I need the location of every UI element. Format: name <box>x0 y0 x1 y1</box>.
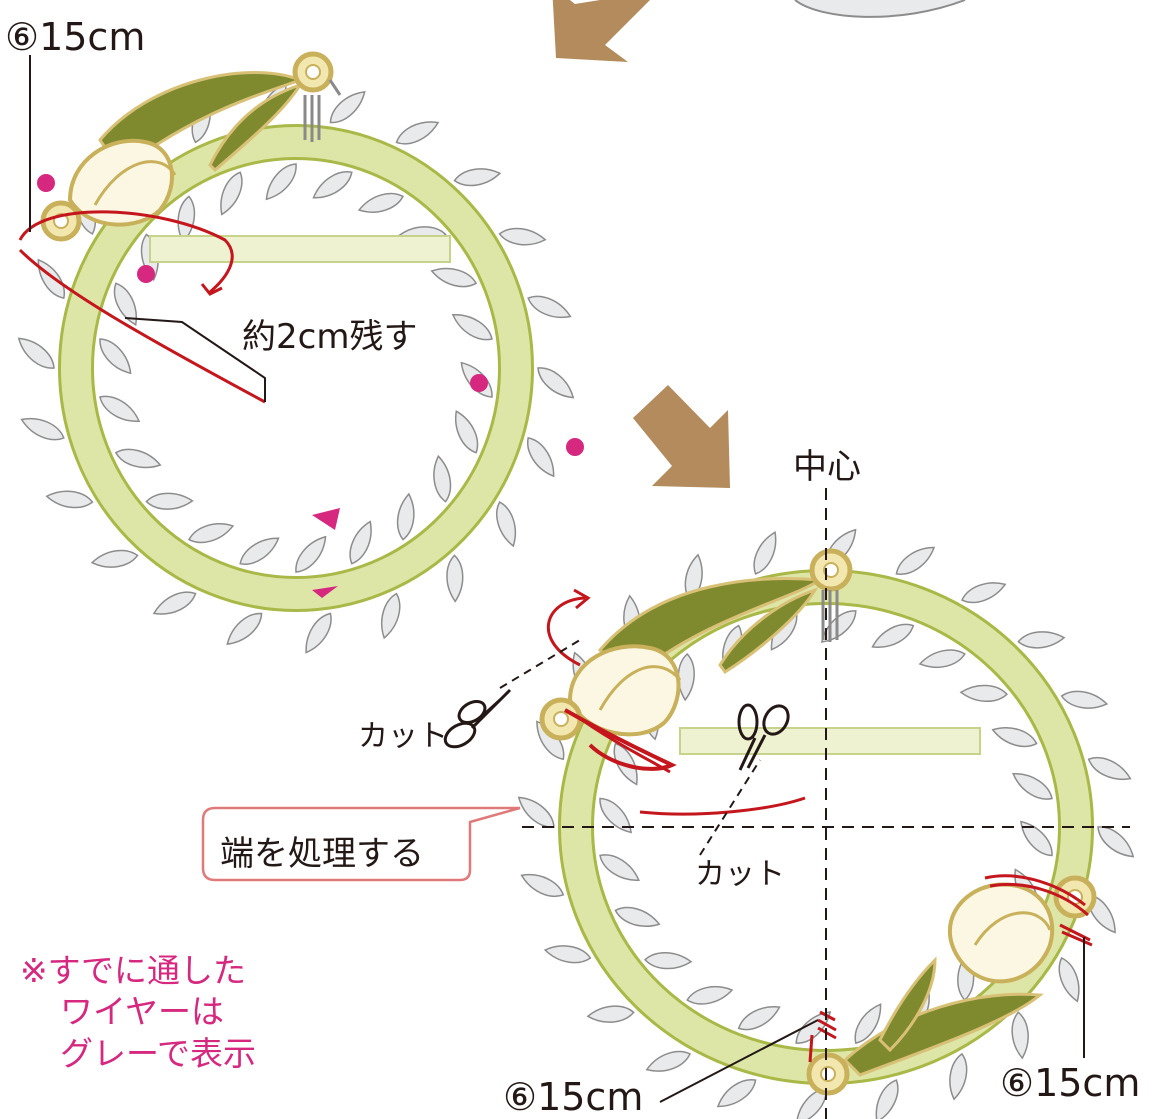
leaf <box>958 576 1009 609</box>
leaf <box>448 307 497 347</box>
leaf <box>989 721 1040 752</box>
red-wire <box>18 210 234 294</box>
leaf <box>712 1072 761 1114</box>
leaf <box>185 517 237 548</box>
wire-length-label-top: ⑥15cm <box>5 15 146 59</box>
leaf <box>343 517 379 568</box>
leaf <box>643 1045 694 1078</box>
leaf <box>517 867 568 903</box>
leaf <box>452 164 502 190</box>
center-label: 中心 <box>793 447 861 487</box>
scissors-icon <box>443 688 512 749</box>
cut-label-left: カット <box>358 719 448 754</box>
leaf <box>95 389 144 429</box>
leaf <box>375 590 405 641</box>
wire-length-label-bottom: ⑥15cm <box>503 1075 644 1119</box>
leaf <box>145 492 194 511</box>
leaf <box>113 444 164 474</box>
leaf <box>149 585 200 622</box>
leaf <box>428 262 479 292</box>
leaf <box>394 492 418 542</box>
leaf <box>1092 820 1140 864</box>
wreath-1 <box>12 51 584 658</box>
wreath-2 <box>499 488 1140 1119</box>
red-wire-coil <box>564 708 677 771</box>
wreath-2-bar <box>679 727 981 755</box>
red-wire-tail <box>18 248 266 404</box>
leaf <box>945 1051 971 1102</box>
callout-bubble <box>201 806 521 882</box>
note-line-1: ※すでに通した <box>20 951 246 990</box>
leaf <box>684 981 735 1009</box>
leaf <box>612 902 663 933</box>
leaf <box>45 487 95 511</box>
leaf <box>586 1003 636 1025</box>
leave-2cm-label: 約2cm残す <box>242 317 418 357</box>
leaf <box>108 279 144 329</box>
leaf <box>747 528 783 578</box>
leaf <box>213 168 249 219</box>
leaf <box>644 951 693 971</box>
leaf <box>734 999 784 1037</box>
callout-text: 端を処理する <box>220 834 424 874</box>
leaf <box>448 407 484 457</box>
cut-label-middle: カット <box>695 857 785 892</box>
leaf <box>593 792 638 839</box>
leaf <box>869 1076 905 1119</box>
leaf <box>308 164 357 206</box>
leaf <box>1014 815 1059 862</box>
leaf <box>491 499 522 550</box>
leaf <box>868 617 918 655</box>
leaf <box>93 332 138 380</box>
leaf <box>221 606 268 651</box>
wire-length-label-right: ⑥15cm <box>1000 1061 1141 1105</box>
leaf <box>917 645 968 673</box>
leaf <box>497 225 547 249</box>
note-block: ※すでに通した ワイヤーは グレーで表示 <box>20 950 256 1074</box>
leaf <box>259 158 303 206</box>
leaf <box>298 608 338 658</box>
leaf <box>429 454 455 504</box>
leaf <box>235 530 284 572</box>
leaf <box>289 530 333 578</box>
leaf <box>595 848 644 888</box>
leaf <box>959 683 1008 703</box>
down-right-arrow <box>633 385 730 488</box>
leaf <box>90 546 140 572</box>
scissors-icon <box>737 703 790 771</box>
partial-wreath-top <box>794 0 966 18</box>
leaf <box>1084 751 1135 787</box>
leaf <box>17 411 68 446</box>
leaf <box>524 290 575 325</box>
wreath-1-bar <box>149 235 451 263</box>
gray-wire <box>303 79 342 142</box>
leaf <box>1008 766 1057 806</box>
leaf <box>355 188 407 219</box>
leaf <box>12 331 60 375</box>
leaf <box>1016 629 1066 651</box>
note-line-2: ワイヤーは <box>60 992 225 1032</box>
leaf <box>392 114 443 151</box>
down-left-arrow <box>552 0 650 62</box>
leaf <box>1053 954 1086 1005</box>
leaf <box>324 85 371 130</box>
note-line-3: グレーで表示 <box>60 1033 257 1073</box>
leaf <box>31 254 72 304</box>
leaf <box>532 361 580 405</box>
red-wire-end <box>639 796 806 816</box>
leaf <box>445 554 464 603</box>
leaf <box>1009 1010 1031 1060</box>
leaf <box>520 432 561 482</box>
leaf <box>1059 687 1110 713</box>
leaf <box>891 540 940 582</box>
leaf <box>542 941 593 967</box>
